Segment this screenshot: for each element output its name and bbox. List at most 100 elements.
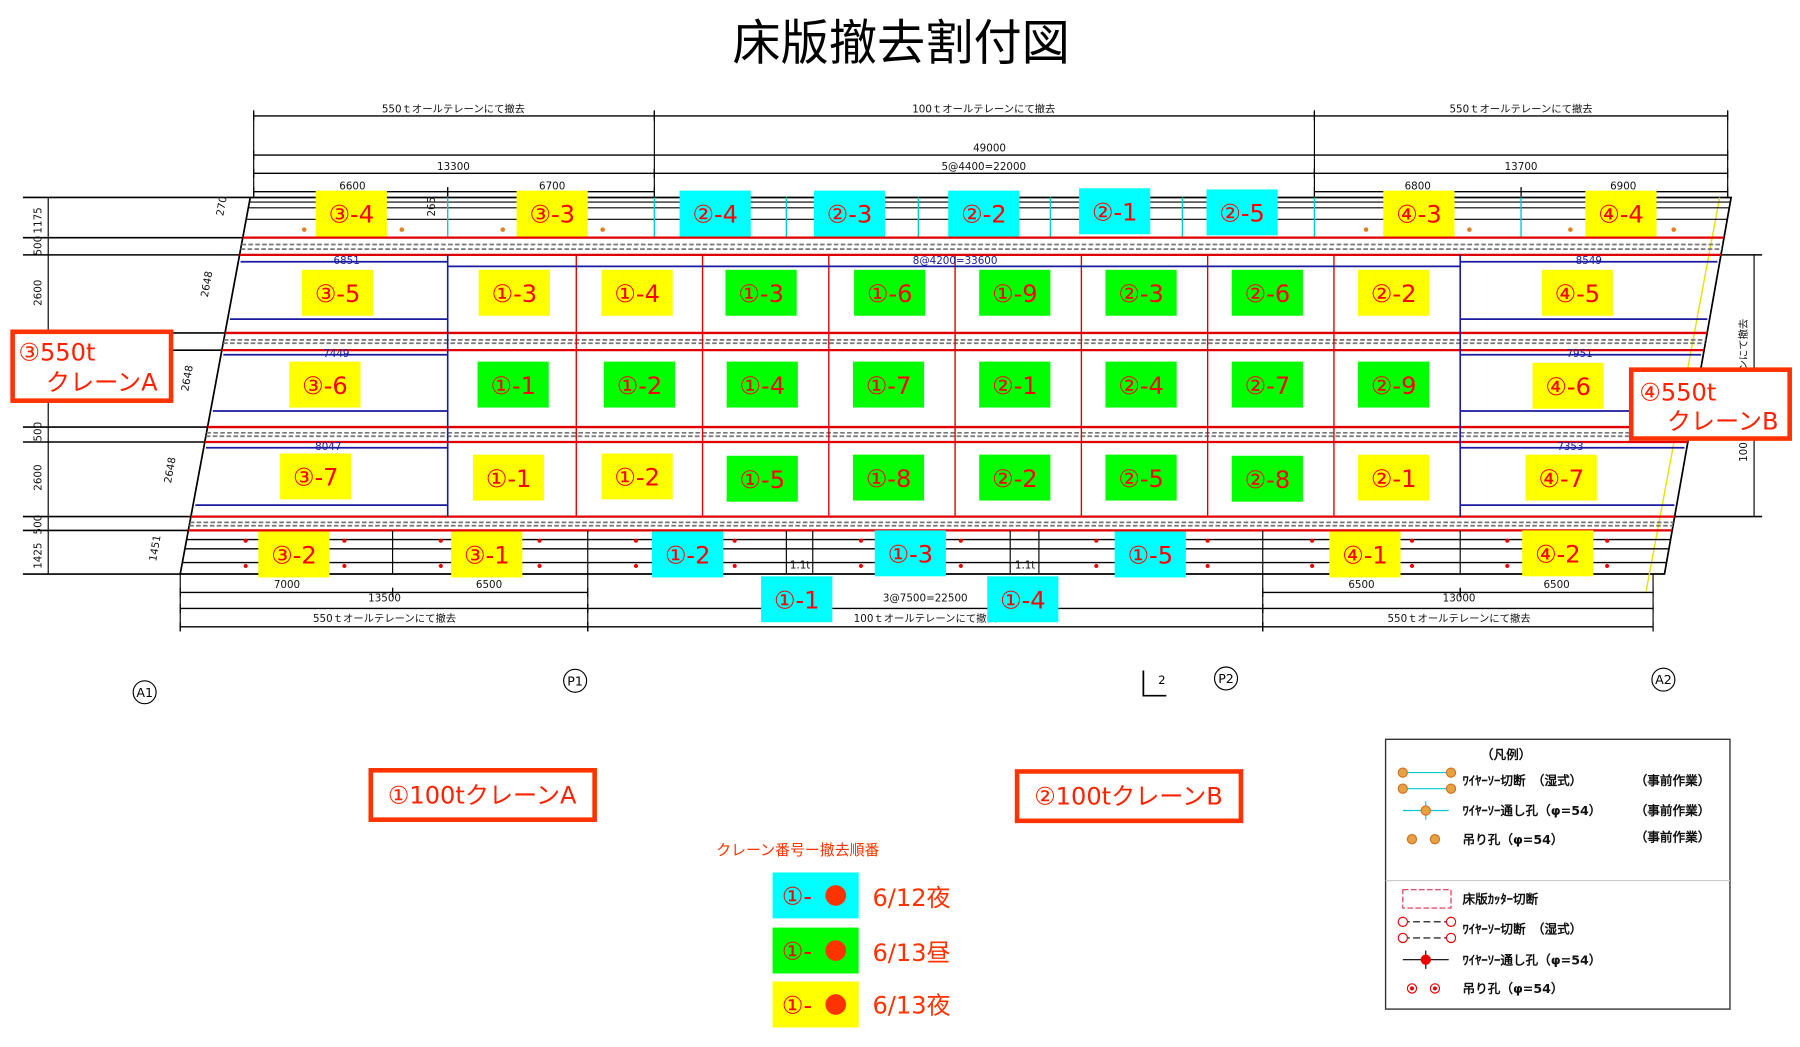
lifting-hole-icon [1409, 563, 1415, 569]
slab-piece: ①-3 [874, 530, 946, 577]
slab-piece-label: ①-3 [888, 541, 934, 569]
slab-piece-highlight [601, 453, 673, 500]
slab-piece-highlight [1231, 455, 1303, 502]
slab-piece-label: ②-3 [827, 201, 873, 229]
dim-text: 13000 [1443, 593, 1476, 605]
slab-piece-label: ④-5 [1554, 280, 1600, 308]
slab-piece-highlight [603, 361, 675, 408]
top-dimensions: 550ｔオールテレーンにて撤去 100ｔオールテレーンにて撤去 550ｔオールテ… [339, 103, 1636, 193]
slab-piece-highlight [289, 361, 361, 408]
legend-title: （凡例） [1481, 747, 1531, 762]
slab-piece: ①-9 [979, 269, 1051, 316]
dim-text: 2600 [32, 464, 44, 490]
dim-text: 100ｔオールテレーンにて撤去 [854, 612, 997, 625]
slab-piece: ②-1 [1079, 188, 1151, 235]
schedule-sample: ①- [782, 938, 812, 966]
slab-piece-highlight [874, 530, 946, 577]
slab-piece: ①-5 [726, 455, 798, 502]
slab-piece-highlight [987, 576, 1059, 623]
dim-text: 7000 [274, 579, 300, 591]
lifting-hole-icon [1310, 538, 1315, 543]
lifting-hole-pre-icon [1568, 227, 1573, 232]
dim-text: 6800 [1405, 180, 1431, 192]
slab-piece-label: ①-4 [1000, 586, 1046, 614]
panel-dimensions: 6851 8@4200=33600 8549 7449 7951 8047 73… [315, 255, 1602, 453]
lifting-hole-pre-icon [301, 227, 307, 232]
slab-piece-highlight [280, 453, 352, 500]
slab-piece-highlight [852, 361, 925, 408]
slab-piece-highlight [1358, 269, 1430, 316]
slab-piece-highlight [813, 190, 886, 237]
lifting-hole-icon [633, 563, 639, 569]
dim-text: 13300 [437, 161, 470, 173]
schedule-sample: ①- [782, 992, 812, 1020]
slab-piece: ①-6 [854, 269, 926, 316]
slab-piece: ①-2 [601, 453, 673, 500]
slab-piece-highlight [301, 269, 374, 316]
schedule-date: 6/13昼 [872, 939, 950, 967]
dim-text: 265 [426, 197, 438, 217]
wire-saw-cut-pre-icon [1397, 767, 1457, 794]
pier-a1: A1 [136, 685, 153, 700]
lifting-hole-icon [537, 538, 542, 543]
schedule-sample: ①- [782, 883, 812, 911]
slab-piece: ④-4 [1585, 190, 1657, 237]
slab-piece: ②-8 [1231, 455, 1303, 502]
slab-piece-highlight [477, 361, 549, 408]
lifting-hole-icon [1094, 563, 1099, 569]
dim-text: 6900 [1610, 180, 1636, 192]
slab-piece: ①-7 [852, 361, 925, 408]
slab-piece: ①-3 [725, 269, 797, 316]
slab-piece-label: ②-5 [1118, 465, 1164, 493]
schedule-date: 6/12夜 [872, 884, 950, 912]
slab-piece-label: ②-1 [1371, 465, 1417, 493]
lifting-hole-icon [1205, 563, 1210, 569]
slab-piece-label: ①-6 [867, 280, 913, 308]
slab-piece-label: ①-2 [665, 542, 711, 570]
slab-piece-highlight [1383, 190, 1455, 237]
slab-piece: ④-1 [1329, 531, 1401, 578]
lifting-hole-icon [1094, 538, 1099, 543]
slab-piece-label: ②-1 [992, 372, 1038, 400]
dim-text: 550ｔオールテレーンにて撤去 [382, 103, 525, 116]
slab-piece: ④-2 [1522, 530, 1594, 577]
legend-note: （事前作業） [1635, 803, 1711, 818]
dim-text: 6600 [339, 180, 365, 192]
crane-label: クレーンA [46, 368, 158, 396]
lifting-hole-icon [732, 563, 737, 569]
legend-label: ﾜｲﾔｰｿｰ切断 （湿式） [1463, 773, 1583, 788]
slab-piece-label: ②-6 [1245, 280, 1291, 308]
slab-piece-highlight [1105, 361, 1177, 408]
dim-text: 7449 [323, 348, 349, 360]
crane-label: ④550t [1639, 379, 1716, 407]
dim-text: 100ｔオールテレーンにて撤去 [912, 103, 1055, 116]
slab-piece: ①-4 [987, 576, 1059, 623]
dim-text: 6500 [1348, 579, 1374, 591]
slab-piece-label: ①-4 [614, 280, 660, 308]
dim-text: 2600 [32, 280, 44, 306]
slab-piece-highlight [979, 361, 1051, 408]
slab-piece: ②-9 [1358, 361, 1430, 408]
slab-piece-label: ④-4 [1598, 201, 1644, 229]
pier-labels: A1 P1 P2 A2 2 [132, 666, 1676, 705]
dim-text: 2648 [199, 270, 215, 298]
slab-piece: ②-2 [979, 454, 1051, 501]
lifting-hole-pre-icon [500, 227, 506, 232]
slab-piece-label: ④-7 [1538, 465, 1584, 493]
slab-piece: ③-2 [258, 531, 330, 578]
slab-piece: ②-3 [813, 190, 886, 237]
slab-piece: ①-2 [603, 361, 675, 408]
lifting-hole-icon [858, 538, 864, 543]
slab-piece-highlight [1105, 269, 1177, 316]
slab-piece-label: ①-3 [491, 280, 537, 308]
cutter-cut-icon [1402, 889, 1452, 909]
slab-piece-highlight [1541, 269, 1613, 316]
pier-p2: P2 [1218, 671, 1234, 686]
wire-saw-hole-pre-icon [1402, 801, 1449, 820]
lifting-hole-pre-icon [600, 227, 605, 232]
legend-label: ﾜｲﾔｰｿｰ通し孔（φ=54） [1463, 952, 1602, 967]
slab-piece-highlight [315, 190, 387, 237]
slab-piece-label: ①-3 [738, 280, 784, 308]
